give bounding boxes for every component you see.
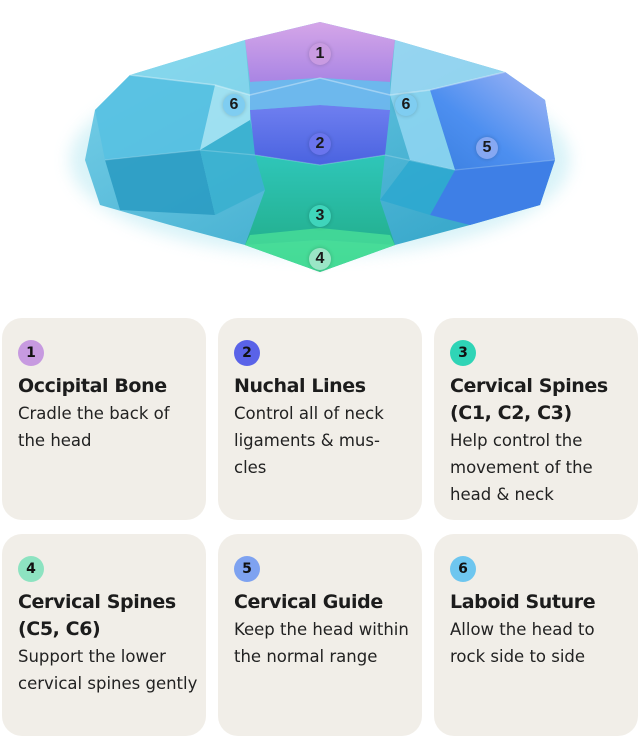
- card-cervical-guide: 5 Cervical Guide Keep the head within th…: [218, 534, 422, 736]
- card-laboid-suture: 6 Laboid Suture Allow the head to rock s…: [434, 534, 638, 736]
- number-badge-3: 3: [450, 340, 476, 366]
- card-title: Occipital Bone: [18, 375, 167, 397]
- marker-4: 4: [309, 248, 331, 270]
- marker-2: 2: [309, 133, 331, 155]
- marker-1: 1: [309, 43, 331, 65]
- card-description: Keep the head within the normal range: [234, 620, 409, 666]
- card-title: Laboid Suture: [450, 591, 596, 613]
- card-nuchal-lines: 2 Nuchal Lines Control all of neck ligam…: [218, 318, 422, 520]
- marker-6-left: 6: [223, 94, 245, 116]
- card-title: Nuchal Lines: [234, 375, 366, 397]
- card-description: Allow the head to rock side to side: [450, 620, 595, 666]
- card-description: Support the lower cervical spines gently: [18, 647, 198, 693]
- card-cervical-spines-c5-c6: 4 Cervical Spines (C5, C6) Support the l…: [2, 534, 206, 736]
- number-badge-5: 5: [234, 556, 260, 582]
- pillow-illustration: 1 2 3 4 5 6 6: [0, 0, 640, 300]
- number-badge-1: 1: [18, 340, 44, 366]
- number-badge-6: 6: [450, 556, 476, 582]
- card-title: Cervical Spines (C5, C6): [18, 591, 176, 640]
- card-description: Cradle the back of the head: [18, 404, 170, 450]
- card-description: Control all of neck ligaments & mus-cles: [234, 404, 384, 477]
- card-occipital-bone: 1 Occipital Bone Cradle the back of the …: [2, 318, 206, 520]
- marker-6-right: 6: [395, 94, 417, 116]
- card-description: Help control the movement of the head & …: [450, 431, 593, 504]
- number-badge-4: 4: [18, 556, 44, 582]
- marker-3: 3: [309, 205, 331, 227]
- card-cervical-spines-c1-c3: 3 Cervical Spines (C1, C2, C3) Help cont…: [434, 318, 638, 520]
- card-title: Cervical Spines (C1, C2, C3): [450, 375, 608, 424]
- number-badge-2: 2: [234, 340, 260, 366]
- marker-5: 5: [476, 137, 498, 159]
- neck-pillow-icon: [70, 22, 570, 272]
- card-title: Cervical Guide: [234, 591, 383, 613]
